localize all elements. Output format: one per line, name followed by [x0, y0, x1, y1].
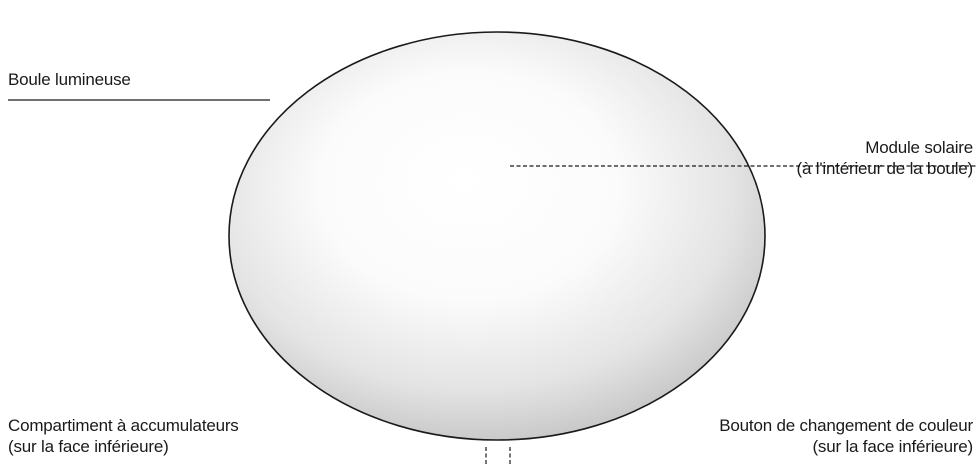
label-bouton-couleur: Bouton de changement de couleur (sur la … [719, 415, 973, 457]
light-ball [229, 32, 765, 440]
label-boule-lumineuse: Boule lumineuse [8, 69, 131, 90]
label-module-line2: (à l'intérieur de la boule) [797, 158, 973, 179]
label-module-line1: Module solaire [797, 137, 973, 158]
label-compartiment-line1: Compartiment à accumulateurs [8, 415, 239, 436]
label-compartiment-accumulateurs: Compartiment à accumulateurs (sur la fac… [8, 415, 239, 457]
label-module-solaire: Module solaire (à l'intérieur de la boul… [797, 137, 973, 179]
label-bouton-line2: (sur la face inférieure) [719, 436, 973, 457]
label-compartiment-line2: (sur la face inférieure) [8, 436, 239, 457]
label-boule-line1: Boule lumineuse [8, 69, 131, 90]
label-bouton-line1: Bouton de changement de couleur [719, 415, 973, 436]
